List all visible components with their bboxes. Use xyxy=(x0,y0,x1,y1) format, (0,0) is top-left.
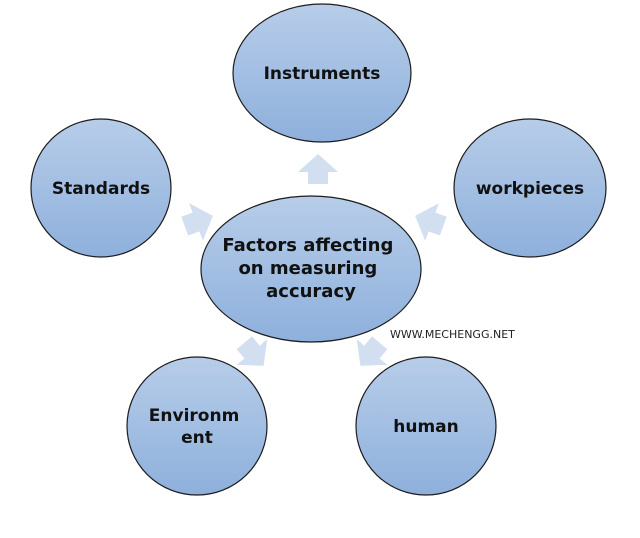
watermark-text: WWW.MECHENGG.NET xyxy=(390,328,515,341)
node-workpieces: workpieces xyxy=(453,118,607,258)
node-circle xyxy=(355,356,497,496)
node-label: Standards xyxy=(52,179,150,199)
node-circle xyxy=(126,356,268,496)
arrow-shape xyxy=(298,154,338,184)
arrow-to-standards xyxy=(181,203,213,241)
node-instruments: Instruments xyxy=(232,3,412,143)
node-circle xyxy=(232,3,412,143)
node-circle xyxy=(453,118,607,258)
node-label: human xyxy=(393,417,459,437)
arrow-shape xyxy=(415,203,447,241)
node-standards: Standards xyxy=(30,118,172,258)
node-label: Instruments xyxy=(264,64,381,84)
arrow-shape xyxy=(236,336,268,366)
center-line: Factors affecting xyxy=(222,235,393,256)
arrow-to-instruments xyxy=(298,154,338,184)
arrow-shape xyxy=(356,336,388,366)
node-label: Environm ent xyxy=(149,406,245,448)
center-line: accuracy xyxy=(266,281,356,302)
arrow-shape xyxy=(181,203,213,241)
node-environment: Environm ent xyxy=(126,356,268,496)
center-ellipse xyxy=(200,195,422,343)
center-label: Factors affecting on measuring accuracy xyxy=(222,235,399,302)
arrow-to-human xyxy=(356,336,388,366)
center-node: Factors affecting on measuring accuracy xyxy=(200,195,422,343)
node-human: human xyxy=(355,356,497,496)
node-label: workpieces xyxy=(476,179,584,199)
arrow-to-environment xyxy=(236,336,268,366)
arrow-to-workpieces xyxy=(415,203,447,241)
node-circle xyxy=(30,118,172,258)
center-line: on measuring xyxy=(238,258,377,279)
